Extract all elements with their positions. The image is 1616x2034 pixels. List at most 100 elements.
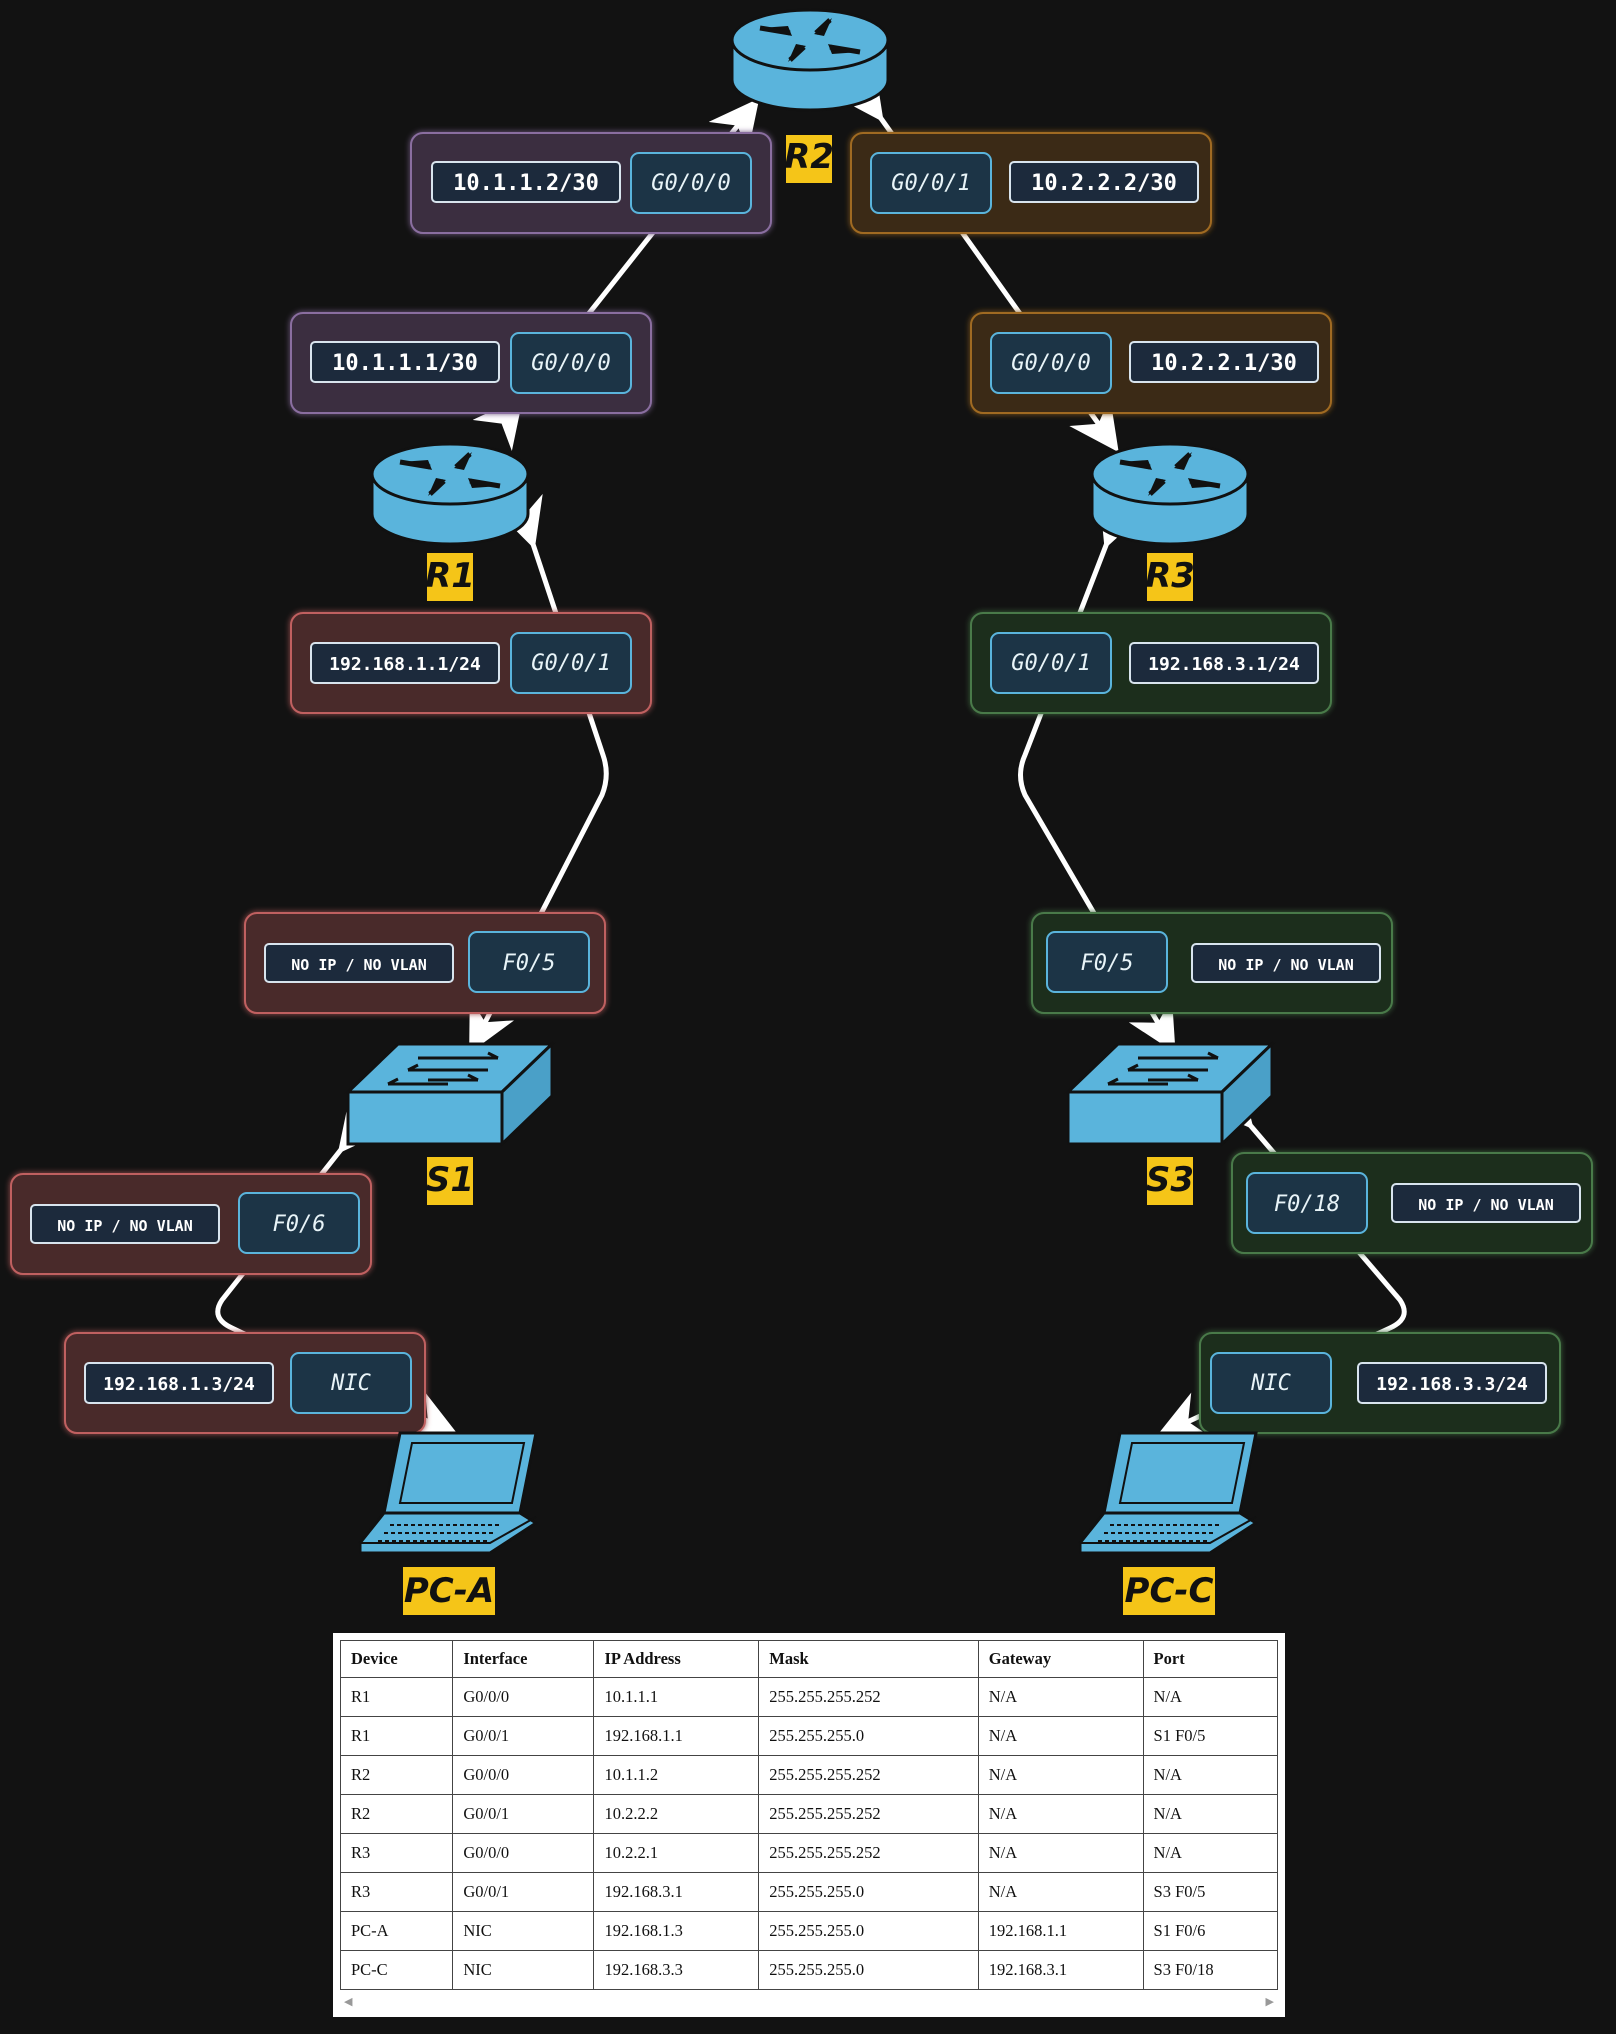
table-cell: R3 (339, 1833, 454, 1873)
iface-ip: 192.168.1.3/24 (103, 1374, 255, 1395)
table-cell: 255.255.255.0 (758, 1950, 979, 1990)
table-cell: 255.255.255.0 (758, 1872, 979, 1912)
iface-box-pcc: NIC 192.168.3.3/24 (1199, 1332, 1561, 1434)
table-cell: R2 (339, 1794, 454, 1834)
table-cell: N/A (1142, 1755, 1279, 1795)
table-cell: 255.255.255.0 (758, 1911, 979, 1951)
iface-port: G0/0/0 (531, 351, 610, 376)
table-cell: N/A (977, 1833, 1144, 1873)
table-cell: NIC (452, 1950, 595, 1990)
table-cell: 255.255.255.252 (758, 1677, 979, 1717)
iface-ip: NO IP / NO VLAN (291, 956, 426, 974)
device-label-pca: PC-A (403, 1567, 495, 1615)
table-cell: NIC (452, 1911, 595, 1951)
iface-port: G0/0/1 (531, 651, 610, 676)
iface-box-s3-top: F0/5 NO IP / NO VLAN (1031, 912, 1393, 1014)
table-cell: 10.1.1.2 (593, 1755, 760, 1795)
table-cell: 192.168.3.3 (593, 1950, 760, 1990)
iface-port: F0/18 (1274, 1192, 1340, 1217)
device-label-r3: R3 (1145, 553, 1195, 601)
table-cell: N/A (1142, 1794, 1279, 1834)
table-cell: 10.1.1.1 (593, 1677, 760, 1717)
table-cell: R1 (339, 1716, 454, 1756)
header-device: Device (339, 1640, 454, 1678)
svg-text:S1: S1 (426, 1160, 474, 1200)
table-cell: 192.168.3.1 (977, 1950, 1144, 1990)
header-gateway: Gateway (977, 1640, 1144, 1678)
table-cell: G0/0/1 (452, 1872, 595, 1912)
iface-port: F0/6 (273, 1212, 326, 1237)
table-cell: 192.168.3.1 (593, 1872, 760, 1912)
iface-ip: 10.2.2.2/30 (1031, 171, 1177, 196)
iface-box-r3-top: G0/0/0 10.2.2.1/30 (970, 312, 1332, 414)
table-cell: R2 (339, 1755, 454, 1795)
table-cell: N/A (1142, 1677, 1279, 1717)
header-port: Port (1142, 1640, 1279, 1678)
table-cell: 192.168.1.1 (593, 1716, 760, 1756)
table-cell: 255.255.255.252 (758, 1833, 979, 1873)
device-label-pcc: PC-C (1123, 1567, 1215, 1615)
device-label-r1: R1 (425, 553, 475, 601)
iface-port: G0/0/0 (1011, 351, 1090, 376)
table-cell: R3 (339, 1872, 454, 1912)
table-cell: 10.2.2.2 (593, 1794, 760, 1834)
table-cell: G0/0/0 (452, 1677, 595, 1717)
header-mask: Mask (758, 1640, 979, 1678)
laptop-pcc-icon (1078, 1431, 1258, 1555)
horizontal-scrollbar[interactable]: ◀ ▶ (340, 1990, 1278, 2012)
scroll-right-icon[interactable]: ▶ (1265, 1994, 1274, 2008)
iface-box-pca: 192.168.1.3/24 NIC (64, 1332, 426, 1434)
table-cell: PC-A (339, 1911, 454, 1951)
table-cell: R1 (339, 1677, 454, 1717)
svg-text:S3: S3 (1146, 1160, 1194, 1200)
iface-ip: 10.2.2.1/30 (1151, 351, 1297, 376)
iface-port: G0/0/1 (1011, 651, 1090, 676)
iface-port: F0/5 (1081, 951, 1134, 976)
table-cell: N/A (977, 1677, 1144, 1717)
iface-box-s1-top: NO IP / NO VLAN F0/5 (244, 912, 606, 1014)
table-cell: 192.168.1.3 (593, 1911, 760, 1951)
link-r1-s1 (469, 493, 609, 1054)
table-header-row: Device Interface IP Address Mask Gateway… (339, 1640, 1279, 1678)
table-cell: G0/0/0 (452, 1833, 595, 1873)
iface-box-r1-bot: 192.168.1.1/24 G0/0/1 (290, 612, 652, 714)
switch-s1-icon (346, 1042, 554, 1146)
device-label-s3: S3 (1146, 1157, 1194, 1205)
router-r3-icon (1092, 444, 1248, 544)
iface-box-r2-left: 10.1.1.2/30 G0/0/0 (410, 132, 772, 234)
connection-lines (215, 66, 1407, 1438)
switch-s3-icon (1066, 1042, 1274, 1146)
scroll-left-icon[interactable]: ◀ (344, 1994, 353, 2008)
table-cell: S1 F0/6 (1142, 1911, 1279, 1951)
iface-ip: 192.168.1.1/24 (329, 654, 481, 675)
addressing-table-grid: Device Interface IP Address Mask Gateway… (339, 1640, 1279, 1990)
iface-ip: 192.168.3.1/24 (1148, 654, 1300, 675)
header-interface: Interface (452, 1640, 595, 1678)
iface-ip: NO IP / NO VLAN (1418, 1196, 1553, 1214)
iface-port: NIC (1250, 1371, 1291, 1396)
table-cell: 255.255.255.252 (758, 1755, 979, 1795)
iface-box-r2-right: G0/0/1 10.2.2.2/30 (850, 132, 1212, 234)
table-cell: PC-C (339, 1950, 454, 1990)
iface-port: G0/0/0 (651, 171, 730, 196)
svg-text:R3: R3 (1145, 556, 1195, 596)
iface-box-r3-bot: G0/0/1 192.168.3.1/24 (970, 612, 1332, 714)
table-cell: G0/0/1 (452, 1716, 595, 1756)
table-cell: S1 F0/5 (1142, 1716, 1279, 1756)
router-r2-icon (732, 10, 888, 110)
table-cell: N/A (977, 1755, 1144, 1795)
table-cell: G0/0/1 (452, 1794, 595, 1834)
table-cell: 255.255.255.252 (758, 1794, 979, 1834)
addressing-table: Device Interface IP Address Mask Gateway… (333, 1633, 1285, 2017)
iface-port: G0/0/1 (891, 171, 970, 196)
iface-port: NIC (330, 1371, 371, 1396)
iface-ip: 192.168.3.3/24 (1376, 1374, 1528, 1395)
table-cell: N/A (977, 1872, 1144, 1912)
table-cell: N/A (977, 1794, 1144, 1834)
